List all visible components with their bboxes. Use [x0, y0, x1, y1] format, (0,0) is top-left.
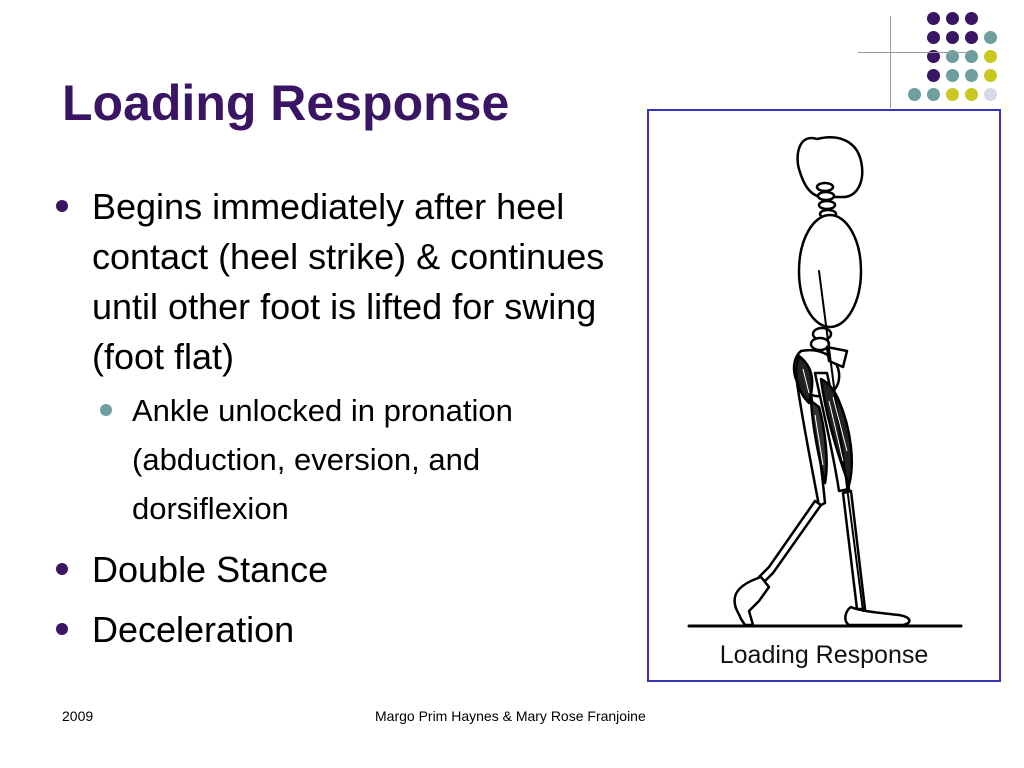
bullet-text: Begins immediately after heel contact (h…: [92, 186, 605, 377]
bullet-item: Double Stance: [52, 545, 632, 595]
bullet-marker-icon: [56, 200, 68, 212]
decorative-horizontal-line: [858, 52, 970, 53]
decorative-dot-icon: [984, 31, 997, 44]
decorative-vertical-line: [890, 16, 891, 108]
decorative-dot-icon: [946, 69, 959, 82]
decorative-dot-icon: [965, 31, 978, 44]
decorative-dot-icon: [946, 88, 959, 101]
decorative-dot-icon: [946, 31, 959, 44]
decorative-dot-grid: [908, 12, 1008, 112]
decorative-dot-icon: [984, 69, 997, 82]
bullet-item: Deceleration: [52, 605, 632, 655]
figure-caption: Loading Response: [719, 641, 929, 669]
decorative-dot-icon: [927, 50, 940, 63]
decorative-dot-icon: [927, 69, 940, 82]
bullet-marker-icon: [56, 623, 68, 635]
decorative-dot-icon: [984, 88, 997, 101]
decorative-dot-icon: [965, 88, 978, 101]
decorative-dot-icon: [965, 12, 978, 25]
sub-bullet-marker-icon: [100, 404, 112, 416]
footer-year: 2009: [62, 708, 94, 724]
decorative-dot-icon: [927, 88, 940, 101]
bullet-marker-icon: [56, 563, 68, 575]
decorative-dot-icon: [946, 50, 959, 63]
decorative-dot-icon: [927, 12, 940, 25]
decorative-dot-icon: [984, 50, 997, 63]
footer-authors: Margo Prim Haynes & Mary Rose Franjoine: [375, 708, 646, 724]
decorative-dot-icon: [965, 69, 978, 82]
skeleton-gait-illustration: [687, 136, 963, 628]
bullet-text: Double Stance: [92, 549, 329, 590]
sub-bullet-text: Ankle unlocked in pronation (abduction, …: [132, 393, 513, 526]
decorative-dot-icon: [946, 12, 959, 25]
bullet-item: Begins immediately after heel contact (h…: [52, 182, 632, 382]
decorative-dot-icon: [927, 31, 940, 44]
decorative-dot-icon: [965, 50, 978, 63]
bullet-text: Deceleration: [92, 609, 295, 650]
sub-bullet-item: Ankle unlocked in pronation (abduction, …: [52, 386, 632, 533]
gait-figure-frame: Loading Response: [647, 109, 1001, 682]
bullet-list: Begins immediately after heel contact (h…: [52, 182, 632, 659]
slide-title: Loading Response: [62, 75, 510, 131]
decorative-dot-icon: [908, 88, 921, 101]
